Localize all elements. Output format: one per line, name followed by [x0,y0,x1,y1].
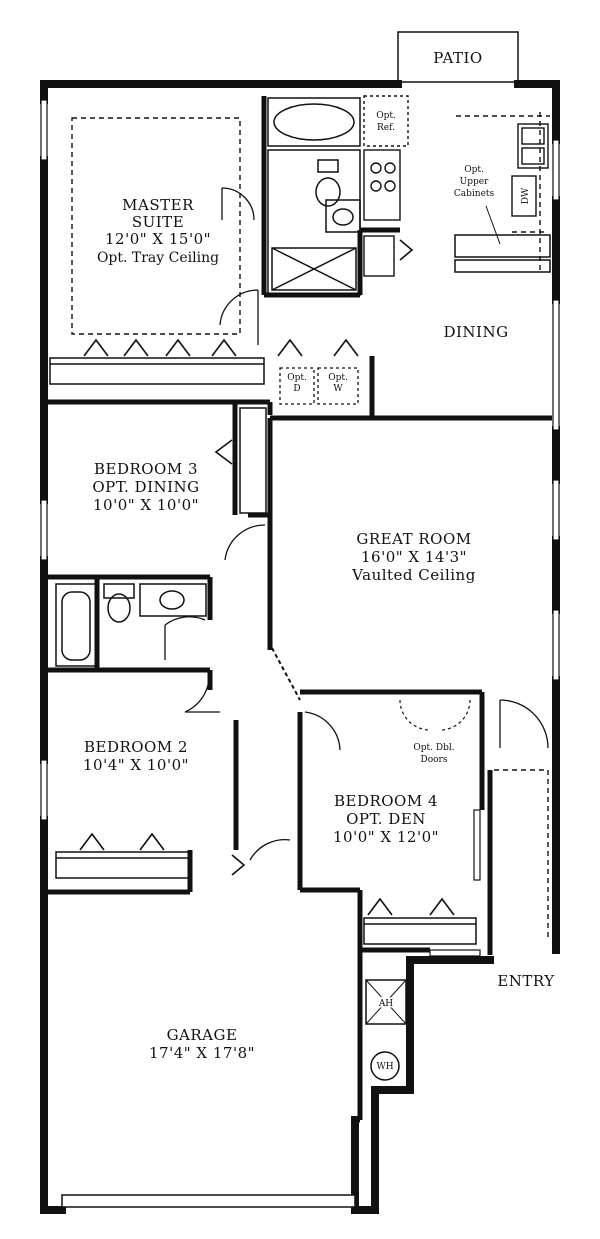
great-room-label: GREAT ROOM [356,530,471,548]
bedroom3-size: 10'0" X 10'0" [93,496,199,514]
garage-label: GARAGE [167,1026,238,1044]
closets [49,234,551,945]
upper-cabinets-label-2: Upper [460,177,489,187]
master-suite-label-2: SUITE [132,213,184,231]
opt-ref-label-1: Opt. [376,111,396,121]
bifold-doors [79,239,455,916]
interior-walls [44,96,552,1123]
air-handler-box [365,979,407,1025]
opt-ref-label-2: Ref. [377,123,395,133]
upper-cabinets-label-3: Cabinets [454,189,495,199]
bedroom4-label-2: OPT. DEN [346,810,426,828]
exterior-walls [40,80,560,1214]
laundry [279,367,359,405]
bedroom2-label: BEDROOM 2 [84,738,188,756]
garage-door [61,1194,356,1208]
dashed-guides [71,112,550,940]
dbl-doors-label-1: Opt. Dbl. [413,743,454,753]
hall-bath-fixtures [55,583,207,667]
windows [40,99,560,957]
dishwasher-label: DW [521,187,531,204]
dbl-doors [399,699,471,731]
great-room-note: Vaulted Ceiling [351,566,476,584]
opt-washer-label-1: Opt. [328,373,348,383]
bedroom3-label-2: OPT. DINING [92,478,199,496]
upper-cabinets-pointer [485,205,501,245]
garage-size: 17'4" X 17'8" [149,1044,255,1062]
air-handler-label: AH [378,999,393,1009]
patio-label: PATIO [433,49,482,67]
master-suite-size: 12'0" X 15'0" [105,230,211,248]
hall-angled-door [271,647,301,701]
patio-outline [397,31,519,83]
opt-dryer-label-1: Opt. [287,373,307,383]
bedroom4-size: 10'0" X 12'0" [333,828,439,846]
opt-washer-label-2: W [333,384,343,394]
kitchen-fixtures [363,95,549,277]
water-heater-circle [370,1051,400,1081]
upper-cabinets-label-1: Opt. [464,165,484,175]
opt-dryer-label-2: D [293,384,300,394]
great-room-size: 16'0" X 14'3" [361,548,467,566]
bedroom2-size: 10'4" X 10'0" [83,756,189,774]
master-suite-label-1: MASTER [122,196,194,214]
master-suite-note: Opt. Tray Ceiling [97,250,219,266]
bedroom4-label-1: BEDROOM 4 [334,792,438,810]
entry-label: ENTRY [497,972,555,990]
dbl-doors-label-2: Doors [421,755,448,765]
master-bath-fixtures [267,97,361,296]
swing-doors [164,187,549,861]
dining-label: DINING [443,323,508,341]
water-heater-label: WH [376,1062,393,1072]
bedroom3-label-1: BEDROOM 3 [94,460,198,478]
